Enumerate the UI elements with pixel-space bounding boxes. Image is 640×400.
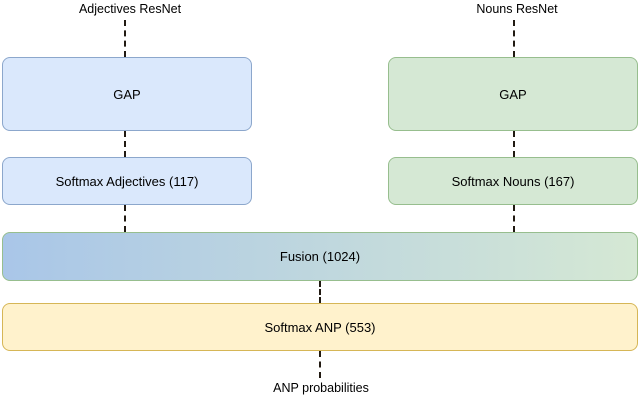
connector-adjectives-gap-to-softmax (124, 131, 126, 157)
node-softmax-nouns: Softmax Nouns (167) (388, 157, 638, 205)
node-softmax-anp: Softmax ANP (553) (2, 303, 638, 351)
connector-softmax-anp-to-output (319, 351, 321, 378)
node-gap-adjectives: GAP (2, 57, 252, 131)
connector-adjectives-softmax-to-fusion (124, 205, 126, 232)
connector-nouns-gap-to-softmax (513, 131, 515, 157)
input-label-adjectives-resnet: Adjectives ResNet (78, 2, 182, 16)
output-label-anp-probabilities: ANP probabilities (273, 381, 369, 395)
node-softmax-adjectives: Softmax Adjectives (117) (2, 157, 252, 205)
node-gap-nouns: GAP (388, 57, 638, 131)
connector-fusion-to-softmax-anp (319, 281, 321, 303)
node-fusion: Fusion (1024) (2, 232, 638, 281)
input-label-nouns-resnet: Nouns ResNet (476, 2, 558, 16)
connector-nouns-softmax-to-fusion (513, 205, 515, 232)
connector-adjectives-input-to-gap (124, 20, 126, 57)
connector-nouns-input-to-gap (513, 20, 515, 57)
